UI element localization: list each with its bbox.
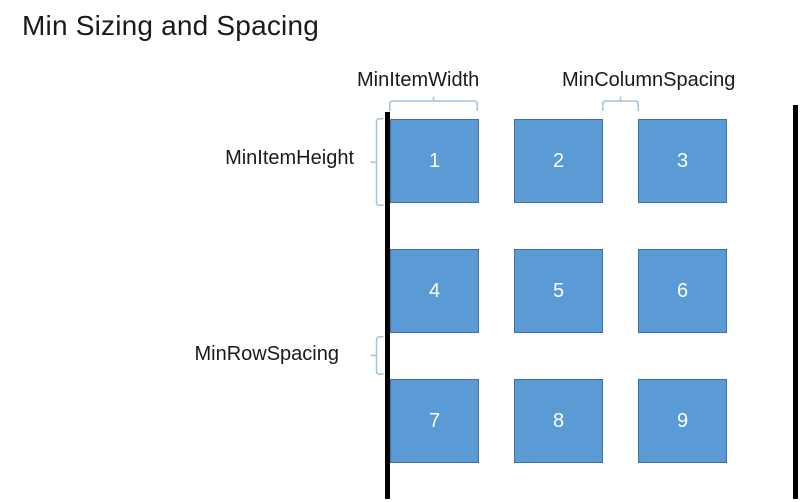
grid-item-7: 7: [390, 379, 479, 463]
container-right-edge-line: [793, 105, 798, 499]
grid-item-6: 6: [638, 249, 727, 333]
min-item-width-brace-icon: [389, 96, 478, 111]
grid-item-8: 8: [514, 379, 603, 463]
grid-item-number: 2: [552, 150, 565, 172]
grid-item-3: 3: [638, 119, 727, 203]
container-left-edge-line: [385, 112, 390, 499]
min-column-spacing-brace-icon: [602, 96, 639, 111]
grid-item-9: 9: [638, 379, 727, 463]
grid-item-4: 4: [390, 249, 479, 333]
grid-item-1: 1: [390, 119, 479, 203]
grid-item-number: 5: [552, 280, 565, 302]
grid-item-number: 8: [552, 410, 565, 432]
grid-item-number: 7: [428, 410, 441, 432]
grid-item-number: 1: [428, 150, 441, 172]
label-min-row-spacing: MinRowSpacing: [194, 343, 339, 365]
grid-item-number: 6: [676, 280, 689, 302]
grid-item-number: 9: [676, 410, 689, 432]
label-min-column-spacing: MinColumnSpacing: [562, 69, 736, 91]
label-min-item-width: MinItemWidth: [357, 69, 480, 91]
label-min-item-height: MinItemHeight: [225, 147, 354, 169]
grid-item-2: 2: [514, 119, 603, 203]
page-title: Min Sizing and Spacing: [22, 10, 320, 41]
grid-item-5: 5: [514, 249, 603, 333]
items-grid: 1 2 3 4 5 6 7 8 9: [390, 119, 727, 463]
grid-item-number: 3: [676, 150, 689, 172]
min-row-spacing-brace-icon: [370, 336, 384, 375]
grid-item-number: 4: [428, 280, 441, 302]
min-item-height-brace-icon: [370, 118, 384, 206]
